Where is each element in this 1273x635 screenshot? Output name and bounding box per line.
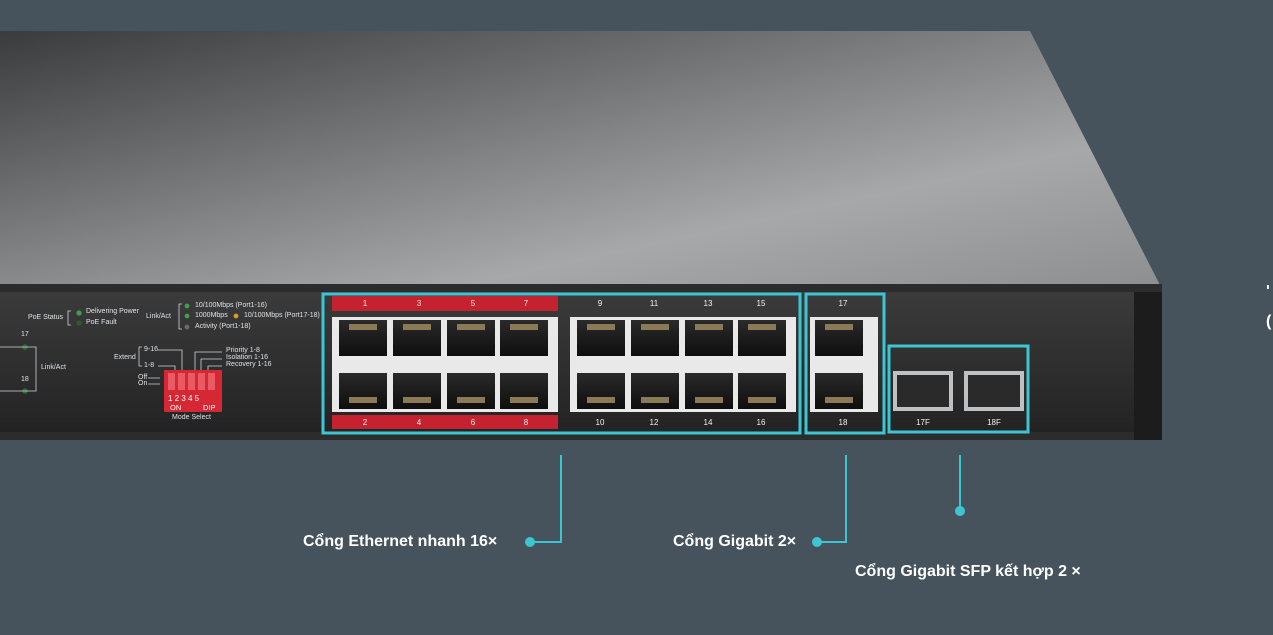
led-legend-4: Activity (Port1-18) (195, 323, 251, 330)
edge-mark-2: ( (1266, 313, 1272, 330)
port-label-6: 6 (470, 418, 476, 427)
port-label-9: 9 (597, 299, 603, 308)
rj45-pins (641, 324, 669, 330)
dip-on: ON (170, 403, 182, 412)
rj45-pins (510, 397, 538, 403)
rj45-pins (825, 324, 853, 330)
gigabit-leader (817, 455, 847, 543)
rj45-pins (748, 397, 776, 403)
sfp-highlight (887, 344, 1030, 434)
rj45-pins (695, 397, 723, 403)
port-label-8: 8 (523, 418, 529, 427)
dip-label: DIP (203, 403, 216, 412)
port-label-2: 2 (362, 418, 368, 427)
led-activity (184, 324, 190, 330)
port-label-1: 1 (362, 299, 368, 308)
dip-numbers: 12345 (168, 394, 202, 403)
rj45-ports (339, 320, 863, 409)
rj45-port (577, 373, 625, 409)
link-act-label: Link/Act (146, 313, 171, 320)
led-delivering-power (76, 310, 82, 316)
rj45-port (393, 373, 441, 409)
rj45-port (447, 373, 495, 409)
rj45-pins (457, 397, 485, 403)
port-label-17: 17 (838, 299, 848, 308)
port-label-10: 10 (595, 418, 605, 427)
port-label-12: 12 (649, 418, 659, 427)
port-label-15: 15 (756, 299, 766, 308)
rj45-port (339, 373, 387, 409)
extend-label: Extend (114, 354, 136, 361)
rj45-pins (695, 324, 723, 330)
rj45-pins (510, 324, 538, 330)
rj45-pins (641, 397, 669, 403)
sfp-label-18f: 18F (987, 418, 1001, 427)
port-label-strip-top (332, 296, 558, 311)
rj45-pins (403, 397, 431, 403)
led-1000 (184, 313, 190, 319)
port-label-4: 4 (416, 418, 422, 427)
fast-ethernet-leader (530, 455, 562, 543)
port-label-5: 5 (470, 299, 476, 308)
led-10-100 (184, 303, 190, 309)
left-port-17: 17 (21, 331, 29, 338)
rj45-port (738, 373, 786, 409)
port-label-strip-bottom (332, 415, 558, 429)
rj45-pins (403, 324, 431, 330)
port-label-11: 11 (649, 299, 659, 308)
rj45-port (685, 373, 733, 409)
callout-sfp-combo: Cổng Gigabit SFP kết hợp 2 × (855, 563, 1081, 580)
gigabit-highlight (804, 292, 886, 435)
rj45-pins (587, 324, 615, 330)
rj45-pins (748, 324, 776, 330)
led-legend-3: 10/100Mbps (Port17-18) (244, 312, 320, 319)
port-label-16: 16 (756, 418, 766, 427)
led-legend-1: 10/100Mbps (Port1-16) (195, 302, 267, 309)
led-10-100-gig (233, 313, 239, 319)
poe-status-label: PoE Status (28, 314, 64, 321)
mode-select-label: Mode Select (172, 414, 211, 421)
off-label: Off (138, 374, 148, 381)
led-legend-2: 1000Mbps (195, 312, 228, 319)
poe-fault-label: PoE Fault (86, 319, 117, 326)
rj45-port (815, 373, 863, 409)
fast-ethernet-highlight (321, 292, 802, 435)
rj45-port (500, 373, 548, 409)
rj45-pins (825, 397, 853, 403)
mode-recovery: Recovery 1-16 (226, 361, 272, 368)
extend-9-16: 9-16 (144, 346, 159, 353)
switch-top-surface (0, 31, 1160, 285)
delivering-power-label: Delivering Power (86, 308, 139, 315)
mode-priority: Priority 1-8 (226, 347, 260, 354)
callout-fast-ethernet: Cổng Ethernet nhanh 16× (303, 533, 498, 550)
rj45-pins (587, 397, 615, 403)
edge-mark-1: ' (1266, 283, 1270, 300)
sfp-label-17f: 17F (916, 418, 930, 427)
port-label-18: 18 (838, 418, 848, 427)
mode-isolation: Isolation 1-16 (226, 354, 269, 361)
rj45-pins (457, 324, 485, 330)
on-label: On (138, 380, 148, 387)
left-link-act: Link/Act (41, 364, 66, 371)
led-poe-fault (76, 320, 82, 326)
port-label-7: 7 (523, 299, 529, 308)
extend-1-8: 1-8 (144, 362, 155, 369)
rj45-pins (349, 324, 377, 330)
port-label-13: 13 (703, 299, 713, 308)
port-label-14: 14 (703, 418, 713, 427)
rj45-pins (349, 397, 377, 403)
port-label-3: 3 (416, 299, 422, 308)
left-port-18: 18 (21, 376, 29, 383)
callout-gigabit: Cổng Gigabit 2× (673, 533, 797, 550)
rj45-port (631, 373, 679, 409)
